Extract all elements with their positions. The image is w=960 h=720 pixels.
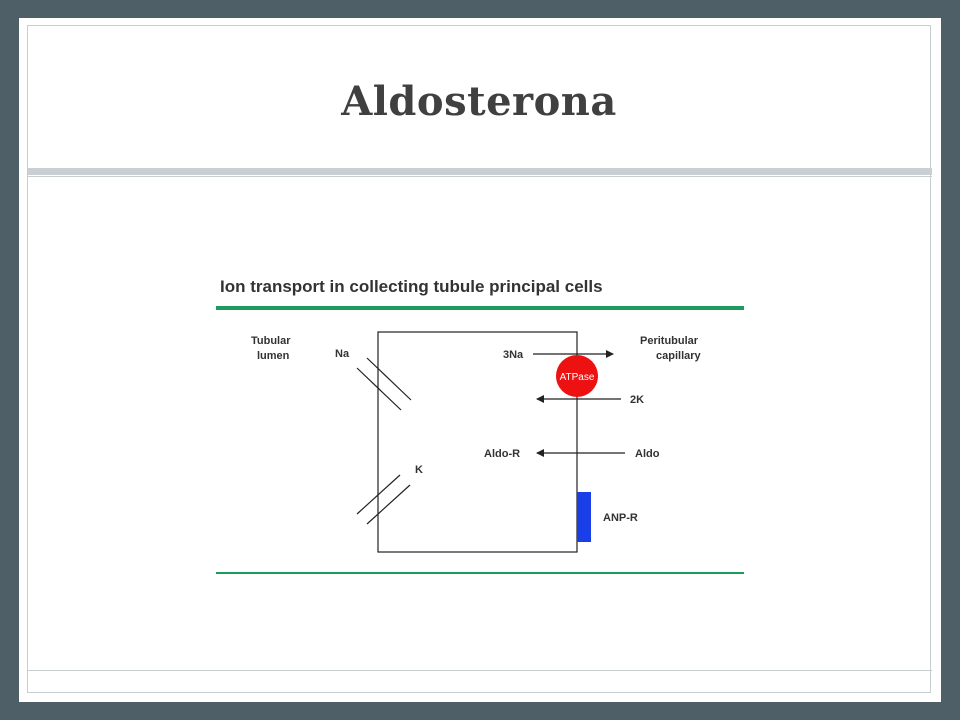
principal-cell (377, 331, 578, 553)
na-channel-line-1 (356, 367, 402, 411)
slide-title: Aldosterona (341, 78, 617, 125)
k-label: K (415, 464, 423, 476)
slide: Aldosterona Ion transport in collecting … (19, 18, 941, 702)
k-channel-line-2 (366, 484, 411, 525)
na-channel-line-2 (366, 357, 412, 401)
aldo-r-label: Aldo-R (484, 448, 520, 460)
aldo-label: Aldo (635, 448, 660, 460)
atpase-label: ATPase (560, 372, 595, 383)
anp-receptor (577, 492, 591, 542)
three-na-label: 3Na (503, 349, 524, 361)
slide-frame (27, 25, 931, 693)
peritubular-capillary-label-2: capillary (656, 350, 702, 362)
tubular-lumen-label: Tubular (251, 335, 291, 347)
na-label: Na (335, 348, 350, 360)
anp-r-label: ANP-R (603, 512, 638, 524)
ion-transport-diagram: Ion transport in collecting tubule princ… (216, 277, 744, 574)
atpase-pump (556, 355, 598, 397)
two-k-label: 2K (630, 394, 644, 406)
diagram-heading: Ion transport in collecting tubule princ… (220, 277, 603, 296)
peritubular-capillary-label: Peritubular (640, 335, 699, 347)
tubular-lumen-label-2: lumen (257, 350, 290, 362)
title-divider (28, 168, 932, 175)
footer-line (28, 670, 932, 671)
k-channel-line-1 (356, 474, 401, 515)
title-band: Aldosterona (28, 26, 930, 170)
title-divider-thin (28, 176, 932, 177)
